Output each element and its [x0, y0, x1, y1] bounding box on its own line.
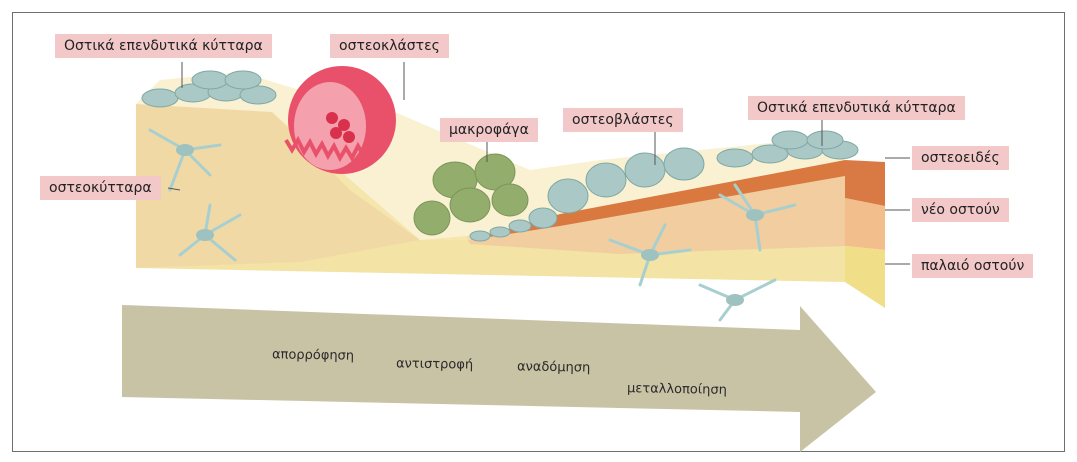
label-old-bone: παλαιό οστούν	[912, 254, 1033, 278]
label-macrophages: μακροφάγα	[440, 118, 538, 142]
right-face-old-bone	[845, 246, 885, 308]
label-lining-cells-left: Οστικά επενδυτικά κύτταρα	[55, 34, 272, 58]
stage-mineralization: μεταλλοποίηση	[627, 381, 727, 398]
label-osteocytes: οστεοκύτταρα	[40, 176, 161, 200]
stage-resorption: απορρόφηση	[272, 347, 354, 363]
process-arrow	[122, 305, 876, 452]
label-osteoblasts: οστεοβλάστες	[563, 108, 683, 132]
right-face-osteoid	[845, 160, 885, 206]
label-new-bone: νέο οστούν	[912, 198, 1009, 222]
right-face-new-bone	[845, 198, 885, 250]
stage-formation: αναδόμηση	[517, 359, 591, 375]
stage-reversal: αντιστροφή	[396, 356, 473, 372]
label-osteoid: οστεοειδές	[912, 146, 1009, 170]
label-lining-cells-right: Οστικά επενδυτικά κύτταρα	[748, 96, 965, 120]
label-osteoclasts: οστεοκλάστες	[330, 34, 449, 58]
